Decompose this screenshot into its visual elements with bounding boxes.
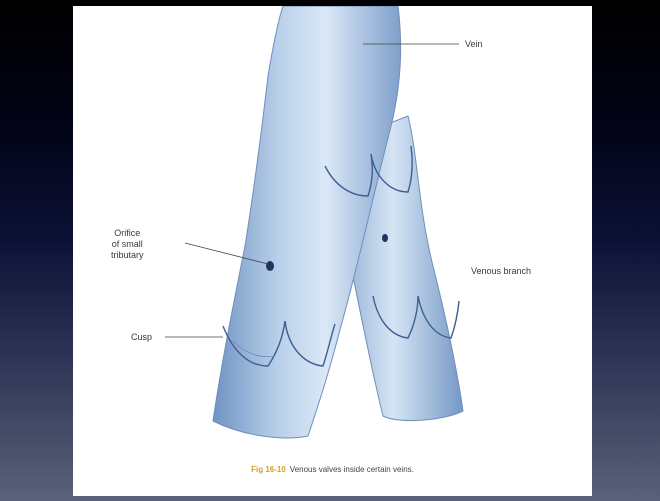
orifice-main xyxy=(266,261,274,271)
cusp-label: Cusp xyxy=(131,332,152,343)
venous-valve-illustration xyxy=(73,6,592,496)
figure-caption: Fig 16-10 Venous valves inside certain ve… xyxy=(73,465,592,474)
venous-branch-label: Venous branch xyxy=(471,266,531,277)
vein-label: Vein xyxy=(465,39,483,50)
figure-caption-text: Venous valves inside certain veins. xyxy=(290,465,414,474)
orifice-label: Orifice of small tributary xyxy=(111,228,144,261)
slide: Vein Orifice of small tributary Venous b… xyxy=(73,6,592,496)
orifice-label-line1: Orifice xyxy=(111,228,144,239)
orifice-branch xyxy=(382,234,388,242)
orifice-label-line3: tributary xyxy=(111,250,144,261)
orifice-label-line2: of small xyxy=(111,239,144,250)
figure-number: Fig 16-10 xyxy=(251,465,286,474)
